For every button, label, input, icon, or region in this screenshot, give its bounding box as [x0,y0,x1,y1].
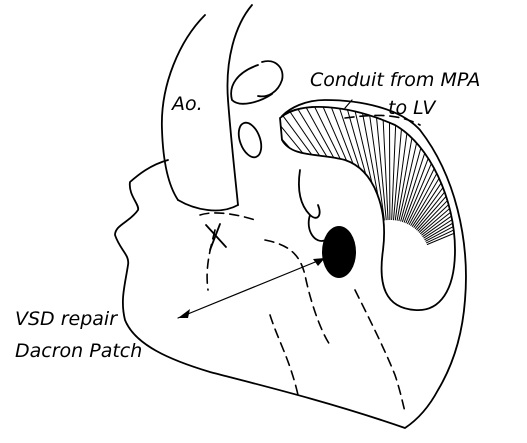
pulmonary-stump-rim [258,61,283,96]
vsd-pointer [178,258,325,318]
vsd-label-line1: VSD repair [15,308,118,330]
conduit-stripe [275,72,369,226]
conduit-stripe [426,166,527,243]
vsd-label-line2: Dacron Patch [15,340,142,362]
septal-connector [299,170,320,218]
conduit-stripe [425,157,527,241]
conduit-stripe [216,125,358,235]
septum-dashed-5 [270,315,298,395]
aorta-root [178,200,238,210]
conduit-stripe [424,140,527,238]
conduit-stripe [389,40,390,220]
conduit-label-line2: to LV [388,97,437,119]
conduit-stripe [243,96,363,230]
septal-lobe [309,215,326,241]
vsd-opening [322,226,356,278]
septum-dashed-4 [355,290,405,412]
conduit-label-line1: Conduit from MPA [310,69,480,91]
pulmonary-stump [231,65,272,104]
coronary-cross [206,224,226,250]
conduit-stripe [411,71,504,225]
conduit-stripe [229,110,361,233]
conduit-stripe [236,103,362,232]
conduit-stripe [222,117,359,234]
aorta-inner [227,5,252,205]
conduit-stripe [423,132,527,237]
conduit-stripe [199,150,355,240]
septum-dashed-1 [200,213,255,220]
conduit-stripe [205,141,357,238]
aorta-label: Ao. [170,93,203,115]
coronary-ostium [234,120,265,161]
